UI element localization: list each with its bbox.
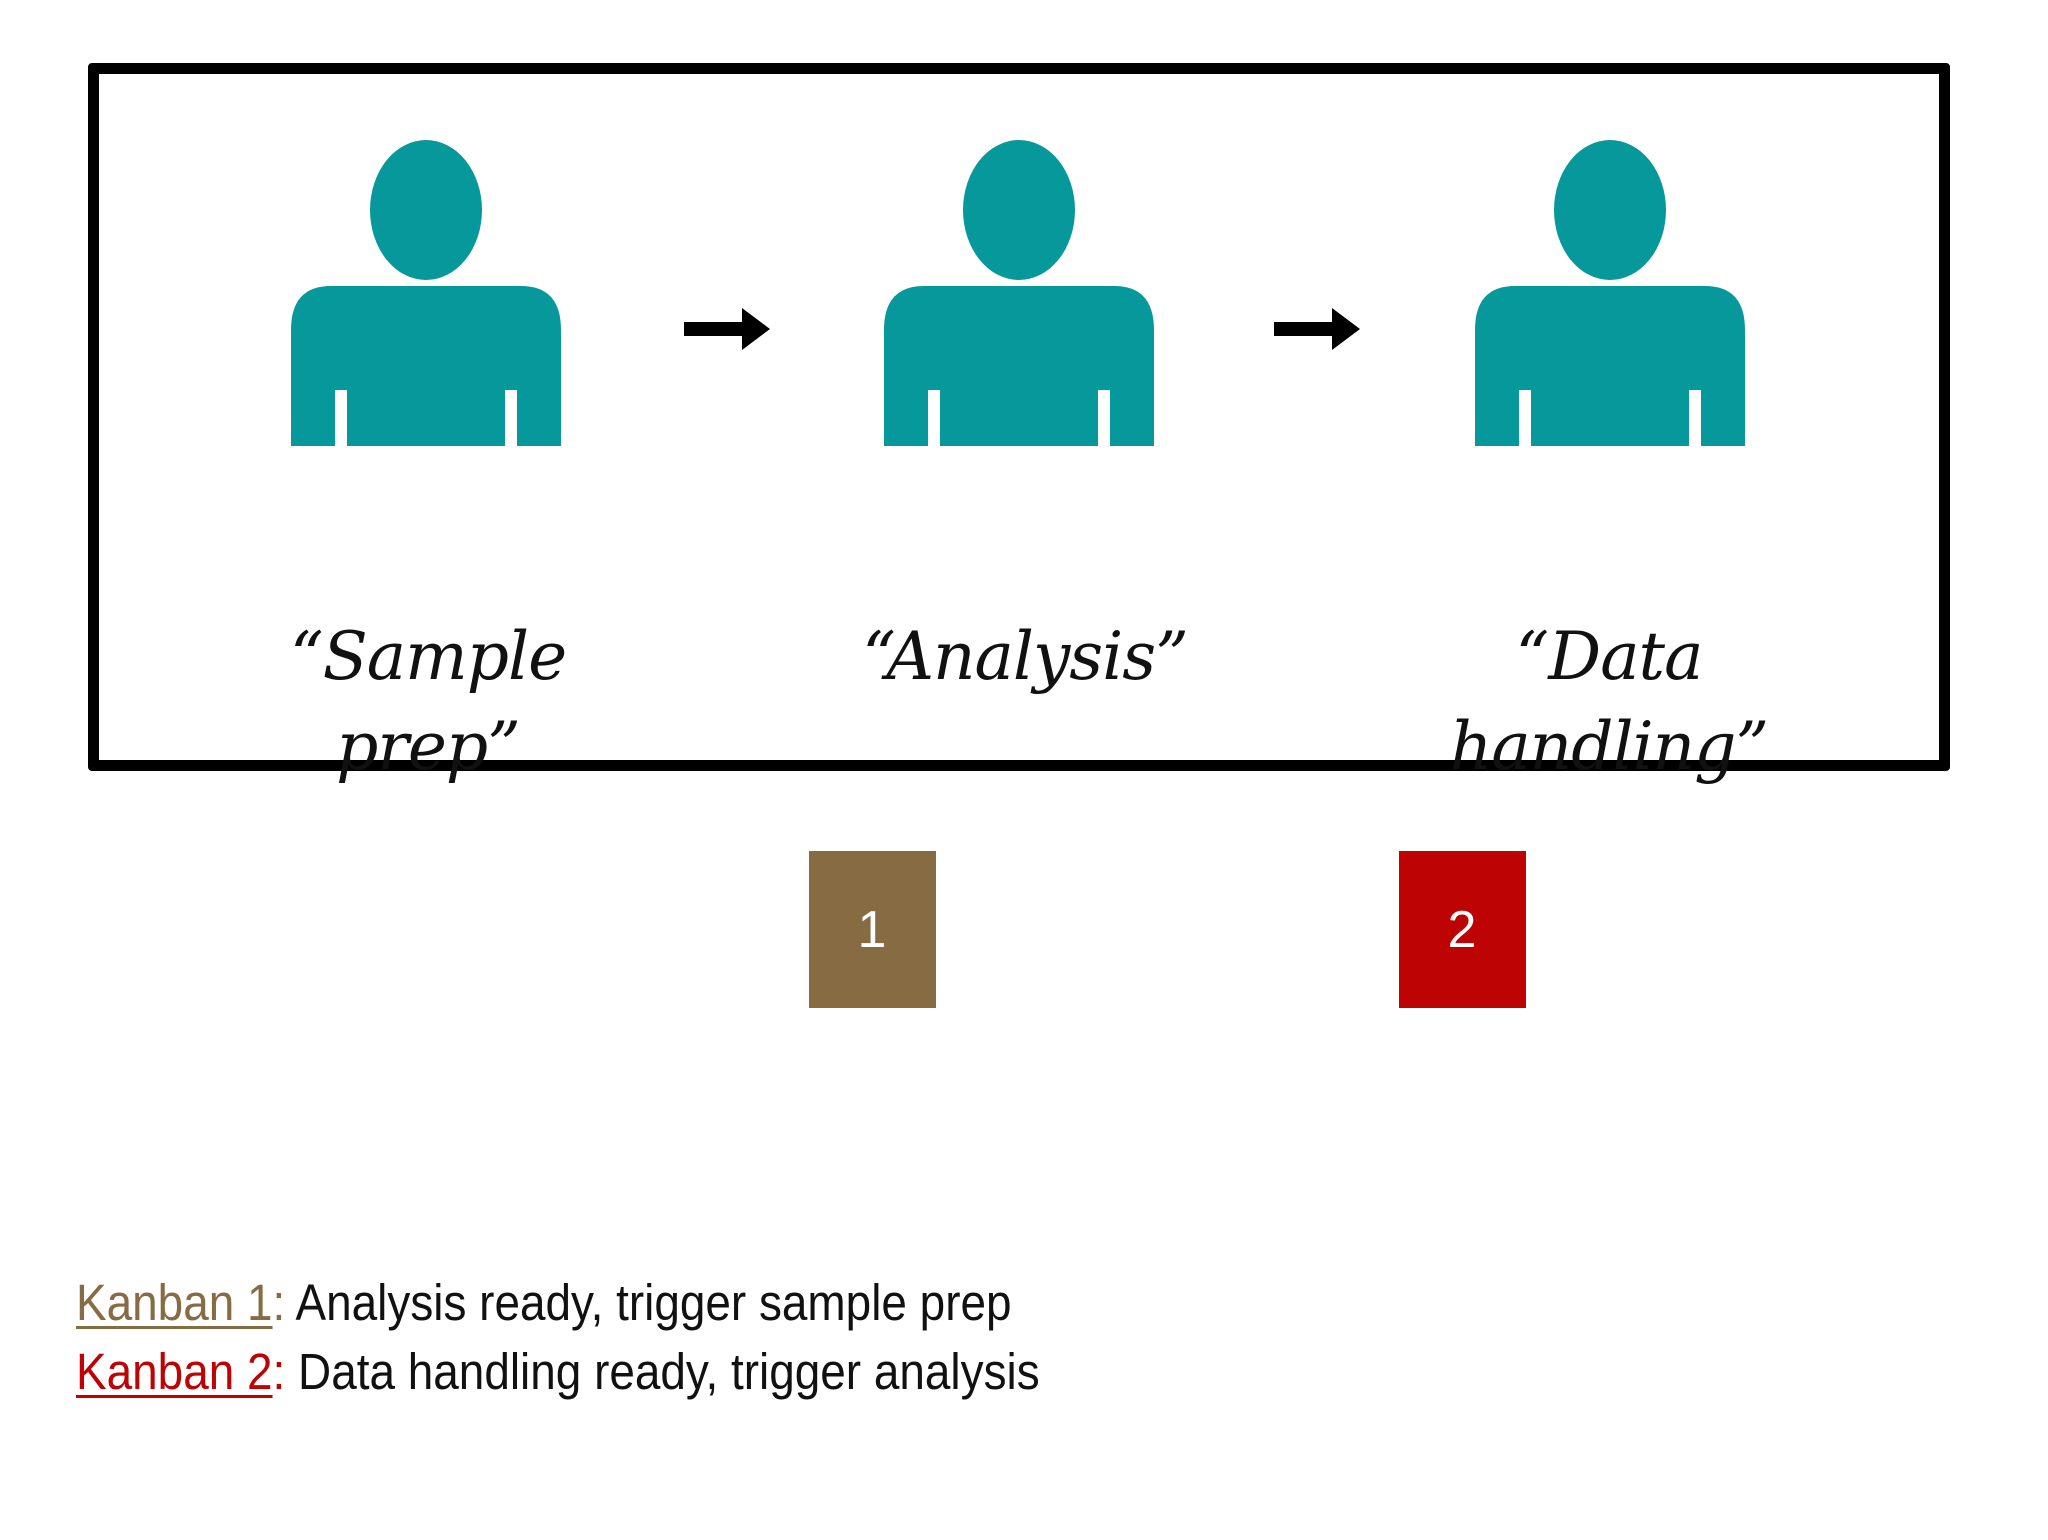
person-icon (884, 140, 1154, 446)
kanban-card-number: 2 (1447, 900, 1478, 959)
step-label-data-handling: “Data handling” (1449, 618, 1769, 785)
right-arrow-icon (684, 308, 770, 350)
person-icon (291, 140, 561, 446)
person-icon (1475, 140, 1745, 446)
person-icon-analysis (884, 140, 1154, 446)
legend-key: Kanban 2 (76, 1343, 273, 1400)
legend-key: Kanban 1 (76, 1274, 273, 1331)
legend-separator: : (272, 1274, 286, 1331)
kanban-card-number: 1 (857, 900, 888, 959)
step-label-analysis: “Analysis” (862, 618, 1189, 695)
step-label-sample-prep: “Sample prep” (289, 618, 567, 785)
legend-line-kanban-1: Kanban 1: Analysis ready, trigger sample… (76, 1268, 1012, 1338)
right-arrow-icon (1274, 308, 1360, 350)
person-icon-sample-prep (291, 140, 561, 446)
person-icon-data-handling (1475, 140, 1745, 446)
kanban-card-2: 2 (1399, 851, 1526, 1008)
kanban-card-1: 1 (809, 851, 936, 1008)
legend-description: Analysis ready, trigger sample prep (285, 1274, 1012, 1331)
legend-line-kanban-2: Kanban 2: Data handling ready, trigger a… (76, 1337, 1040, 1407)
legend-description: Data handling ready, trigger analysis (285, 1343, 1040, 1400)
legend-separator: : (272, 1343, 286, 1400)
